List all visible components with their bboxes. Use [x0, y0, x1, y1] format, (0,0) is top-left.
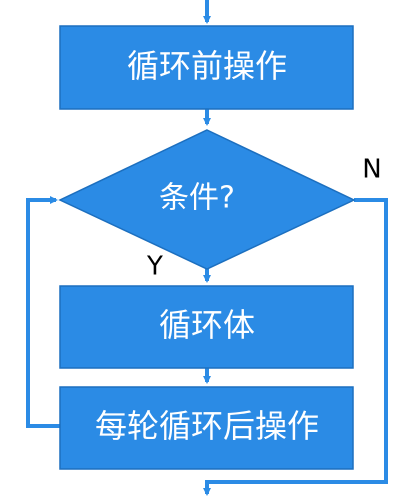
loop-body-box	[59, 285, 354, 369]
pre-loop-label: 循环前操作	[127, 47, 287, 85]
no-label: N	[362, 155, 381, 185]
loop-body-label: 循环体	[159, 306, 255, 344]
post-iteration-box	[59, 386, 354, 470]
edges	[26, 0, 388, 496]
exit-arrow	[203, 198, 388, 496]
condition-diamond	[58, 129, 356, 270]
loop-back-arrow	[26, 196, 60, 428]
pre-loop-box	[59, 25, 354, 110]
yes-label: Y	[146, 252, 163, 282]
post-iteration-label: 每轮循环后操作	[95, 407, 319, 445]
condition-label: 条件?	[159, 181, 235, 216]
